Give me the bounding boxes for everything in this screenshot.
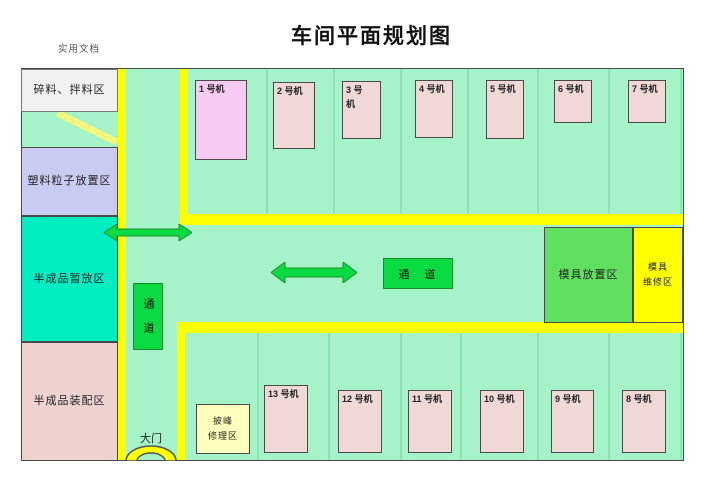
bay-divider bbox=[257, 333, 259, 460]
region-mold-storage: 模具放置区 bbox=[544, 227, 633, 323]
machine-8: 8 号机 bbox=[622, 390, 666, 453]
corridor-vertical-left bbox=[118, 69, 126, 460]
aisle-marker-horizontal: 通 道 bbox=[383, 258, 453, 289]
bay-divider bbox=[680, 333, 682, 460]
aisle-marker-vertical: 通道 bbox=[133, 283, 163, 350]
double-arrow-icon bbox=[271, 262, 357, 283]
bay-divider bbox=[266, 69, 268, 215]
machine-12: 12 号机 bbox=[338, 390, 382, 453]
bay-divider bbox=[537, 333, 539, 460]
aisle-marker-label: 通 道 bbox=[398, 268, 438, 281]
gate-swing-arc-icon bbox=[125, 445, 177, 461]
machine-5: 5 号机 bbox=[486, 80, 524, 139]
machine-7: 7 号机 bbox=[628, 80, 666, 123]
bay-divider bbox=[328, 333, 330, 460]
machine-2: 2 号机 bbox=[273, 82, 315, 149]
region-flash-trim-repair: 披峰 修理区 bbox=[196, 404, 250, 454]
bay-divider bbox=[608, 69, 610, 215]
bay-divider bbox=[460, 333, 462, 460]
gate-label: 大门 bbox=[140, 433, 162, 445]
double-arrow-icon bbox=[104, 224, 192, 241]
bay-divider bbox=[400, 69, 402, 215]
bay-divider bbox=[680, 69, 682, 215]
machine-6: 6 号机 bbox=[554, 80, 592, 123]
bay-divider bbox=[467, 69, 469, 215]
bay-divider bbox=[333, 69, 335, 215]
watermark-text: 实用文档 bbox=[58, 44, 101, 55]
corridor-vertical-gate-right bbox=[177, 322, 185, 460]
corridor-horizontal-upper bbox=[180, 214, 683, 225]
machine-13: 13 号机 bbox=[264, 385, 308, 453]
machine-9: 9 号机 bbox=[551, 390, 594, 453]
corridor-vertical-upper bbox=[180, 69, 188, 215]
bay-divider bbox=[608, 333, 610, 460]
aisle-marker-label: 通道 bbox=[142, 297, 154, 346]
machine-4: 4 号机 bbox=[415, 80, 453, 138]
region-crush-mix: 碎料、拌料区 bbox=[21, 69, 118, 112]
region-semi-finished-staging: 半成品暂放区 bbox=[21, 216, 118, 342]
page-title: 车间平面规划图 bbox=[291, 25, 452, 48]
machine-11: 11 号机 bbox=[408, 390, 452, 453]
bay-divider bbox=[400, 333, 402, 460]
machine-10: 10 号机 bbox=[480, 390, 524, 453]
machine-3: 3 号 机 bbox=[342, 81, 381, 139]
region-semi-finished-assembly: 半成品装配区 bbox=[21, 342, 118, 461]
corridor-horizontal-lower bbox=[180, 322, 683, 333]
machine-1: 1 号机 bbox=[195, 80, 247, 160]
region-mold-repair: 模具 维修区 bbox=[633, 227, 683, 323]
region-plastic-pellets: 塑料粒子放置区 bbox=[21, 147, 118, 216]
bay-divider bbox=[537, 69, 539, 215]
